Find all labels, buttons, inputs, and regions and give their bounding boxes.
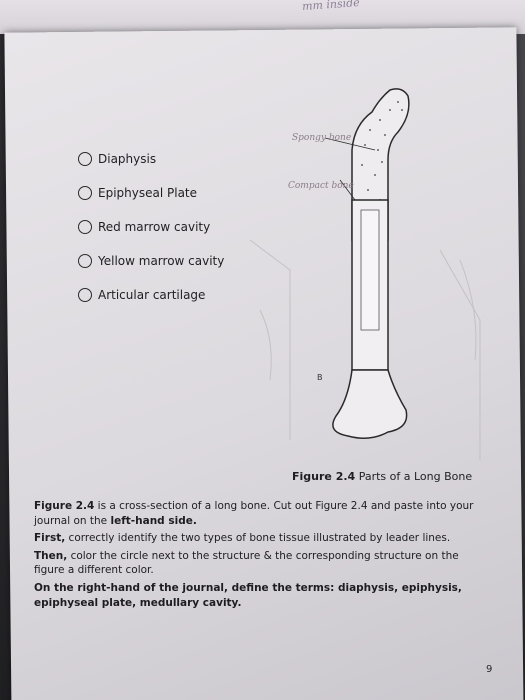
option-label: Epiphyseal Plate: [98, 186, 198, 200]
marker-b: B: [317, 373, 323, 382]
option-label: Articular cartilage: [98, 288, 206, 302]
option-epiphyseal-plate[interactable]: Epiphyseal Plate: [78, 176, 278, 210]
option-circle[interactable]: [78, 254, 92, 268]
instruction-text: is a cross-section of a long bone. Cut o…: [34, 500, 474, 527]
option-label: Yellow marrow cavity: [98, 254, 225, 268]
instruction-bold: First,: [34, 532, 66, 545]
instruction-bold: On the right-hand of the journal, define…: [34, 581, 462, 594]
instruction-text: color the circle next to the structure &…: [34, 549, 459, 577]
instruction-paragraph-1: Figure 2.4 is a cross-section of a long …: [34, 499, 484, 528]
instruction-bold: epiphyseal plate, medullary cavity.: [34, 596, 242, 609]
annotation-compact-bone: Compact bone: [288, 181, 354, 191]
page-number: 9: [486, 664, 493, 675]
option-label: Red marrow cavity: [98, 220, 211, 234]
option-circle[interactable]: [78, 186, 92, 200]
instruction-bold: Then,: [34, 549, 68, 562]
instruction-paragraph-3: Then, color the circle next to the struc…: [34, 549, 484, 578]
option-circle[interactable]: [78, 288, 92, 302]
figure-caption-number: Figure 2.4: [292, 470, 356, 483]
long-bone-illustration: Spongy bone Compact bone B: [249, 88, 481, 460]
option-yellow-marrow-cavity[interactable]: Yellow marrow cavity: [78, 244, 278, 278]
instruction-bold: left-hand side.: [110, 514, 197, 527]
instructions-text: Figure 2.4 is a cross-section of a long …: [34, 499, 484, 613]
leader-line-spongy: [324, 137, 376, 151]
option-red-marrow-cavity[interactable]: Red marrow cavity: [78, 210, 278, 244]
option-diaphysis[interactable]: Diaphysis: [78, 142, 278, 176]
instruction-paragraph-2: First, correctly identify the two types …: [34, 531, 484, 546]
option-articular-cartilage[interactable]: Articular cartilage: [78, 278, 278, 312]
annotation-spongy-bone: Spongy bone: [292, 133, 351, 143]
option-circle[interactable]: [78, 152, 92, 166]
figure-caption: Figure 2.4 Parts of a Long Bone: [292, 470, 472, 483]
option-label: Diaphysis: [98, 152, 157, 166]
leader-line-compact: [339, 179, 356, 201]
top-pencil-scribble: mm inside: [301, 0, 361, 13]
instruction-text: correctly identify the two types of bone…: [65, 532, 451, 545]
option-circle[interactable]: [78, 220, 92, 234]
faint-skeleton-sketch: [249, 239, 481, 460]
bone-distal-epiphysis: [332, 369, 408, 439]
medullary-cavity: [360, 209, 380, 331]
instruction-paragraph-4: On the right-hand of the journal, define…: [34, 581, 484, 610]
instruction-bold: Figure 2.4: [34, 500, 95, 512]
figure-caption-text: Parts of a Long Bone: [355, 470, 473, 483]
structure-options-list: Diaphysis Epiphyseal Plate Red marrow ca…: [78, 142, 278, 312]
